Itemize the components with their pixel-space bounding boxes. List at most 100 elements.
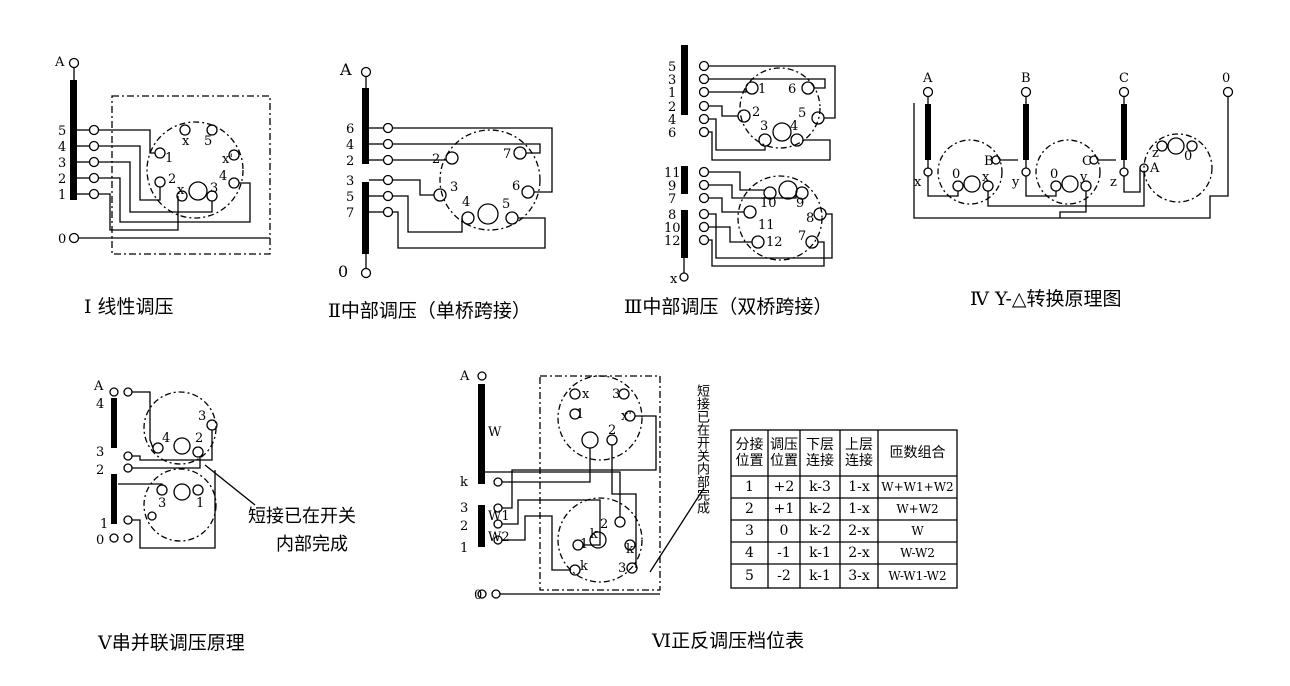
table-cell: k-2 (809, 501, 831, 517)
table-header-cell: 调压位置 (770, 437, 798, 469)
diagram-double-bridge: x 5 3 1 2 4 6 11 9 7 8 10 12 1 6 2 5 3 4 (664, 45, 836, 287)
diagram-single-bridge: A 0 6 4 2 3 5 7 2 7 3 6 4 5 (338, 60, 553, 281)
contact-2b-label: 2 (600, 517, 608, 532)
tap-6-label: 6 (346, 122, 354, 137)
table-cell: W-W2 (900, 546, 935, 560)
contact-4-label: 4 (219, 169, 227, 184)
table-cell: W+W2 (896, 502, 939, 516)
table-cell: 1-x (848, 479, 870, 495)
tap-position-table (730, 429, 958, 589)
diagram-y-delta: A B C 0 x y z B C A 0 x 0 y z 0 (913, 71, 1234, 219)
contact-1a-label: 1 (576, 407, 584, 422)
contact-x2-label: x (177, 183, 185, 198)
table-cell: +2 (773, 479, 795, 495)
contact-4-label: 4 (790, 119, 798, 134)
winding-W1-label: W1 (488, 509, 510, 524)
contact-4-label: 4 (462, 195, 470, 210)
tap-4-label: 4 (96, 397, 104, 412)
contact-5-label: 5 (204, 134, 212, 149)
table-cell: 2 (745, 501, 754, 517)
inner-C-label: C (1082, 154, 1092, 169)
contact-3-label: 3 (760, 119, 768, 134)
phase-C-label: C (1119, 71, 1129, 86)
table-cell: 4 (745, 545, 754, 561)
tap-3-label: 3 (96, 445, 104, 460)
caption-forward-reverse: Ⅵ正反调压档位表 (652, 630, 805, 652)
tap-5-label: 5 (346, 190, 354, 205)
inner-z-label: z (1152, 146, 1159, 161)
tap-2-label: 2 (460, 519, 468, 534)
contact-kp-label: k' (626, 542, 637, 557)
table-cell: W-W1-W2 (888, 569, 947, 583)
terminal-A-label: A (93, 379, 104, 394)
diagram-linear-regulation: A 5 4 3 2 1 0 x 5 x' 1 2 x 3 (54, 55, 271, 255)
contact-2-label: 2 (752, 105, 760, 120)
neutral-0-label: 0 (338, 262, 348, 281)
terminal-A-label: A (459, 369, 470, 384)
tap-4-label: 4 (58, 140, 66, 155)
tap-2-label: 2 (668, 100, 676, 115)
inner-A-label: A (1149, 161, 1160, 176)
terminal-A-label: A (339, 60, 352, 79)
tap-10-label: 10 (664, 221, 681, 236)
tap-11-label: 11 (664, 166, 681, 181)
table-header-cell: 匝数组合 (889, 445, 946, 461)
inner-y-label: y (1079, 170, 1088, 185)
tap-terminals-upper (698, 60, 710, 246)
tap-7-label: 7 (346, 206, 354, 221)
table-cell: 2-x (848, 523, 870, 539)
contact-3b-label: 3 (158, 496, 166, 511)
contact-10-label: 10 (760, 196, 777, 211)
table-cell: -1 (777, 545, 791, 561)
neutral-0-label: 0 (58, 232, 66, 247)
table-cell: k-1 (809, 568, 831, 584)
tap-5-label: 5 (668, 60, 676, 75)
tap-4-label: 4 (668, 113, 676, 128)
contact-4-label: 4 (162, 431, 170, 446)
tap-3-label: 3 (58, 156, 66, 171)
tap-1-label: 1 (100, 517, 108, 532)
table-cell: k-2 (809, 523, 831, 539)
inner-B-label: B (984, 154, 994, 169)
contact-3b-label: 3 (618, 561, 626, 576)
table-header-cell: 下层连接 (806, 437, 834, 469)
tap-9-label: 9 (668, 179, 676, 194)
contact-3-label: 3 (450, 180, 458, 195)
tap-2-label: 2 (58, 172, 66, 187)
contact-6-label: 6 (512, 179, 520, 194)
tap-3-label: 3 (668, 73, 676, 88)
contact-2-label: 2 (195, 431, 203, 446)
end-y-label: y (1011, 175, 1020, 190)
contact-9-label: 9 (796, 196, 804, 211)
terminal-k-label: k (460, 475, 468, 490)
tap-1-label: 1 (58, 188, 66, 203)
tap-terminals (77, 124, 100, 200)
caption-linear-regulation: Ⅰ 线性调压 (84, 296, 174, 318)
contact-5-label: 5 (502, 197, 510, 212)
contact-11-label: 11 (758, 218, 775, 233)
table-cell: W+W1+W2 (881, 480, 954, 494)
tap-6-label: 6 (668, 126, 676, 141)
tap-8-label: 8 (668, 208, 676, 223)
contact-7-label: 7 (503, 147, 511, 162)
table-cell: k-3 (809, 479, 831, 495)
neutral-0-label: 0 (96, 533, 104, 548)
contact-8-label: 8 (806, 211, 814, 226)
contact-2-label: 2 (168, 172, 176, 187)
table-cell: 1-x (848, 501, 870, 517)
inner-0b-label: 0 (1050, 167, 1058, 182)
table-cell: 3-x (848, 568, 870, 584)
table-cell: 2-x (848, 545, 870, 561)
caption-single-bridge: Ⅱ中部调压（单桥跨接） (328, 300, 531, 322)
tap-2-label: 2 (96, 463, 104, 478)
tap-1-label: 1 (668, 86, 676, 101)
end-z-label: z (1110, 175, 1117, 190)
diagram-forward-reverse: A W k 3 2 1 W1 W2 0 x 3 1 x' 2 2 1 k k' … (459, 369, 705, 603)
contact-xp-label: x' (621, 409, 632, 424)
contact-7-label: 7 (798, 229, 806, 244)
note-shorted-line1: 短接已在开关 (248, 506, 356, 527)
tap-3-label: 3 (460, 501, 468, 516)
tap-terminals (369, 122, 394, 218)
tap-3-label: 3 (346, 174, 354, 189)
table-cell: 1 (745, 479, 754, 495)
